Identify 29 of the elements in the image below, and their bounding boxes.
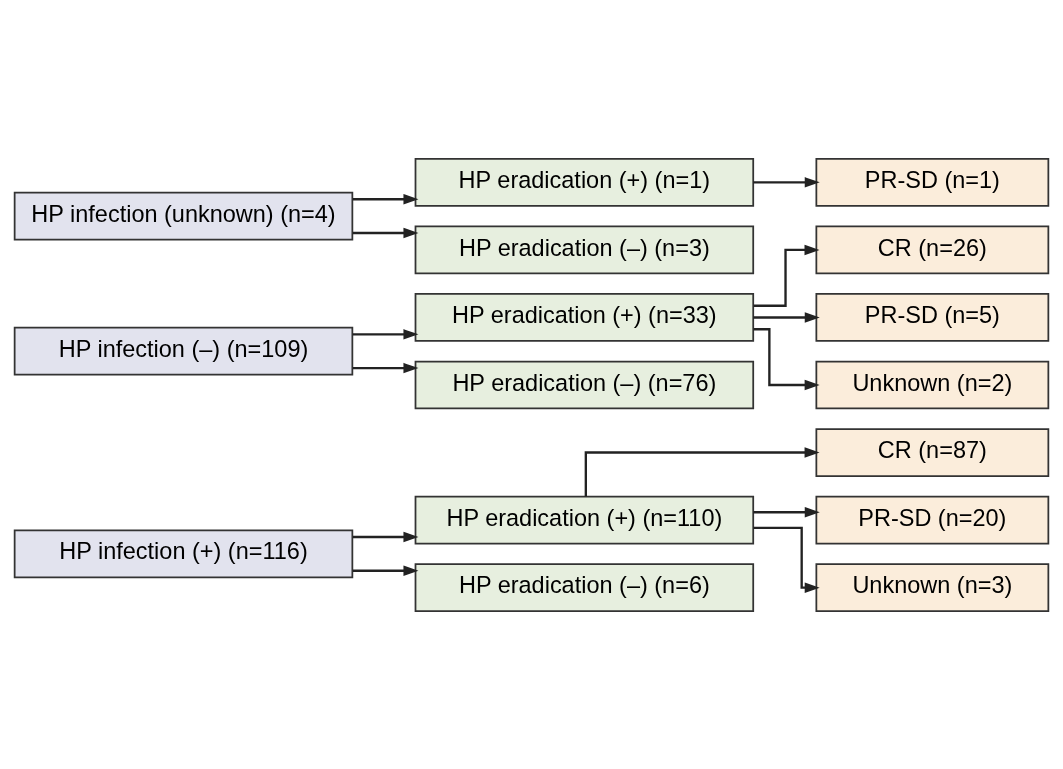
node-box: HP infection (unknown) (n=4) xyxy=(13,191,354,240)
arrow xyxy=(352,362,419,373)
node-box: HP infection (+) (n=116) xyxy=(13,529,354,578)
arrow xyxy=(352,565,419,576)
node-box: HP eradication (–) (n=3) xyxy=(414,225,755,274)
arrow xyxy=(753,506,820,517)
node-box: PR-SD (n=5) xyxy=(815,292,1050,342)
node-box: PR-SD (n=20) xyxy=(815,495,1050,544)
arrow xyxy=(584,446,820,496)
arrow xyxy=(753,327,820,390)
node-box: HP eradication (+) (n=33) xyxy=(414,292,755,342)
node-box: CR (n=87) xyxy=(815,427,1050,477)
arrow xyxy=(352,328,419,340)
node-box: Unknown (n=2) xyxy=(815,360,1050,409)
arrow xyxy=(352,193,419,204)
node-box: HP eradication (–) (n=76) xyxy=(414,360,755,409)
node-box: HP eradication (+) (n=110) xyxy=(414,495,755,544)
node-box: HP eradication (+) (n=1) xyxy=(414,157,755,207)
arrow xyxy=(753,176,820,188)
arrow xyxy=(352,531,419,542)
arrow xyxy=(753,311,820,323)
node-box: Unknown (n=3) xyxy=(815,562,1050,612)
arrow xyxy=(753,244,820,307)
arrow xyxy=(753,526,820,593)
node-box: PR-SD (n=1) xyxy=(815,157,1050,207)
node-box: CR (n=26) xyxy=(815,225,1050,274)
node-box: HP infection (–) (n=109) xyxy=(13,326,354,376)
node-box: HP eradication (–) (n=6) xyxy=(414,562,755,612)
arrow xyxy=(352,227,419,238)
